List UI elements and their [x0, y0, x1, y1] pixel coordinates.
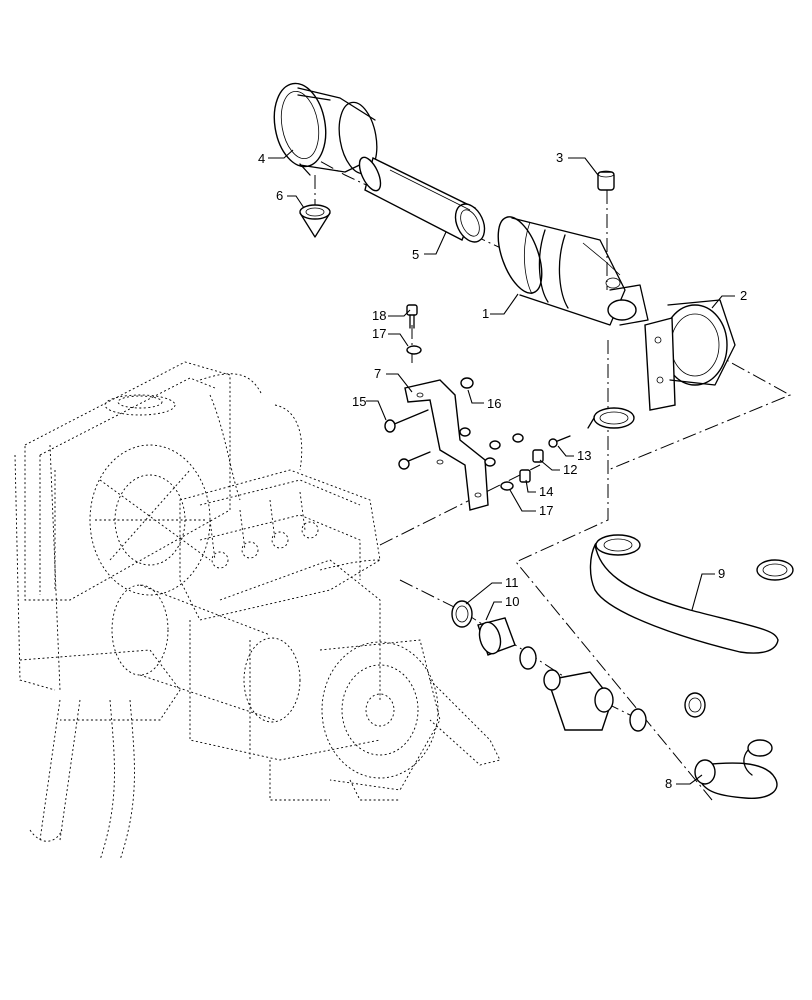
callout-3: 3 [556, 150, 563, 165]
callout-8: 8 [665, 776, 672, 791]
callout-9: 9 [718, 566, 725, 581]
mounting-bracket [404, 379, 489, 511]
hose-clamps [451, 407, 794, 732]
callout-16: 16 [487, 396, 501, 411]
callout-17-lower: 17 [539, 503, 553, 518]
callout-12: 12 [563, 462, 577, 477]
engine-assembly-ghost [14, 361, 501, 861]
callout-14: 14 [539, 484, 553, 499]
air-cleaner-cover [273, 82, 378, 176]
callout-5: 5 [412, 247, 419, 262]
vacuator-valve [299, 204, 331, 238]
filter-element [358, 156, 486, 243]
callout-15: 15 [352, 394, 366, 409]
callout-6: 6 [276, 188, 283, 203]
callout-18: 18 [372, 308, 386, 323]
mounting-band [644, 299, 736, 411]
hose-sleeve [477, 617, 516, 656]
callout-2: 2 [740, 288, 747, 303]
callout-7: 7 [374, 366, 381, 381]
hardware-parts [384, 304, 571, 491]
callout-17-upper: 17 [372, 326, 386, 341]
callout-1: 1 [482, 306, 489, 321]
upper-hose [589, 534, 779, 654]
intake-elbow [543, 669, 614, 731]
callout-11: 11 [505, 575, 519, 590]
callout-10: 10 [505, 594, 519, 609]
callout-13: 13 [577, 448, 591, 463]
lower-hose [694, 739, 778, 799]
assembly-lines [299, 149, 792, 801]
restriction-indicator [597, 170, 615, 191]
leader-lines [268, 149, 735, 785]
callout-4: 4 [258, 151, 265, 166]
air-cleaner-body [497, 216, 649, 326]
callout-labels: 1 2 3 4 5 6 7 8 9 10 11 12 13 14 15 16 1… [258, 150, 747, 791]
